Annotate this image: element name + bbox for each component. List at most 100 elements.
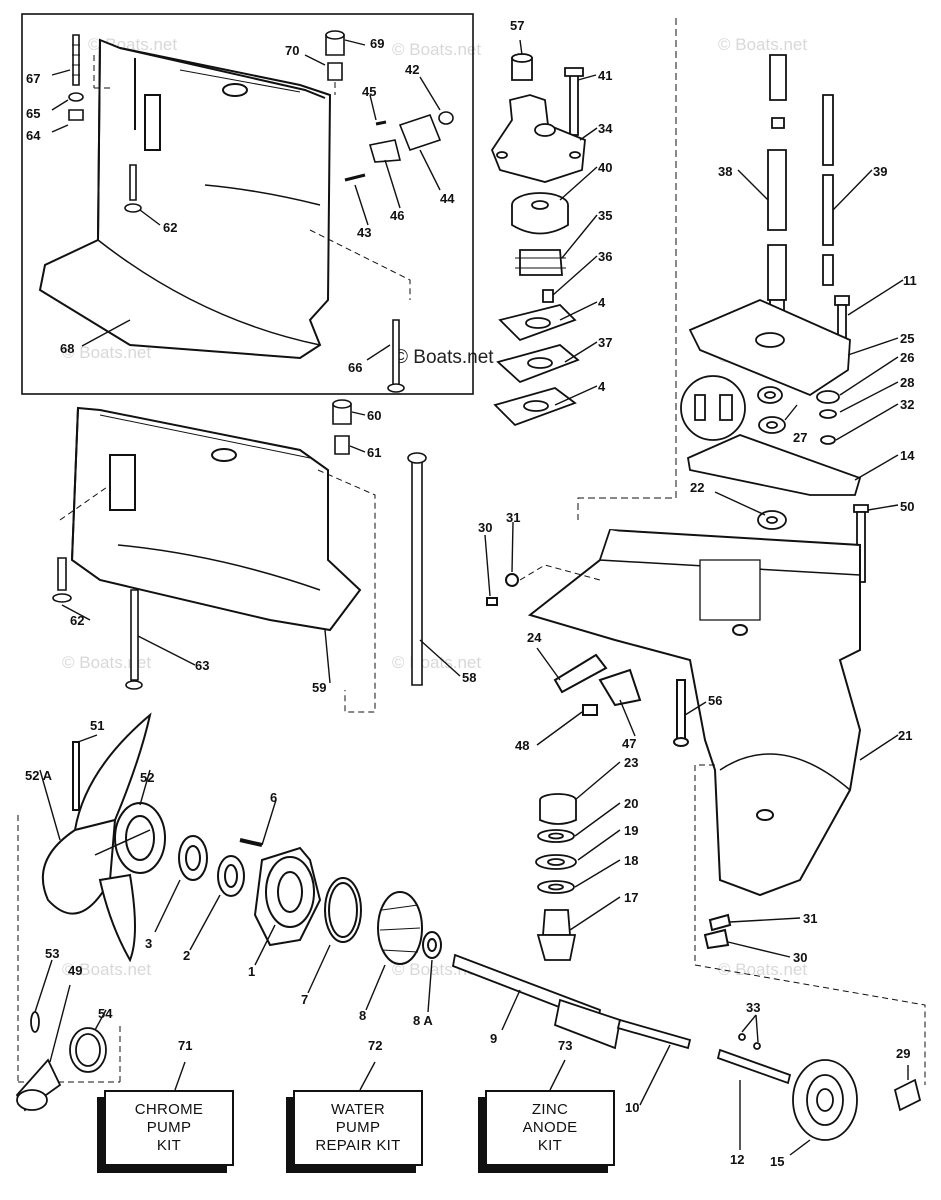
- callout-1: 1: [248, 964, 255, 979]
- kit-71-line-1: CHROME: [134, 1101, 204, 1118]
- callout-73: 73: [558, 1038, 572, 1053]
- callout-70: 70: [285, 43, 299, 58]
- callout-61: 61: [367, 445, 381, 460]
- callout-67: 67: [26, 71, 40, 86]
- propeller-group: [41, 712, 442, 965]
- watermark-11: © Boats.net: [718, 960, 807, 979]
- callout-4-lower: 4: [598, 379, 606, 394]
- callout-43: 43: [357, 225, 371, 240]
- callout-17: 17: [624, 890, 638, 905]
- watermark-2: © Boats.net: [392, 40, 481, 59]
- callout-34: 34: [598, 121, 613, 136]
- callout-62: 62: [70, 613, 84, 628]
- callout-3: 3: [145, 936, 152, 951]
- callout-14: 14: [900, 448, 915, 463]
- callout-11: 11: [903, 273, 917, 288]
- callout-52A: 52 A: [25, 768, 53, 783]
- callout-7: 7: [301, 992, 308, 1007]
- watermark-4: © Boats.net: [62, 343, 151, 362]
- callout-39: 39: [873, 164, 887, 179]
- callout-57: 57: [510, 18, 524, 33]
- watermark-3: © Boats.net: [718, 35, 807, 54]
- callout-42: 42: [405, 62, 419, 77]
- watermark-6: © Boats.net: [62, 653, 151, 672]
- callout-8A: 8 A: [413, 1013, 433, 1028]
- kit-72-line-2: PUMP: [335, 1119, 381, 1136]
- callout-71: 71: [178, 1038, 192, 1053]
- callout-9: 9: [490, 1031, 497, 1046]
- inset-small-parts: [68, 30, 454, 393]
- callout-45: 45: [362, 84, 376, 99]
- kit-73-line-1: ZINC: [531, 1101, 569, 1118]
- zinc-anode-kit-box: ZINC ANODE KIT: [485, 1090, 615, 1166]
- callout-72: 72: [368, 1038, 382, 1053]
- callout-labels: 67 65 64 62 68 70 69 42 45 44 46 43 66 5…: [25, 18, 917, 1169]
- callout-52: 52: [140, 770, 154, 785]
- callout-26: 26: [900, 350, 914, 365]
- water-pump-group: [490, 53, 586, 427]
- exhaust-main-dash-lines: [59, 469, 376, 713]
- callout-8: 8: [359, 1008, 366, 1023]
- water-pump-repair-kit-box: WATER PUMP REPAIR KIT: [293, 1090, 423, 1166]
- pinion-stack: [535, 793, 577, 961]
- callout-46: 46: [390, 208, 404, 223]
- callout-51: 51: [90, 718, 104, 733]
- kit-71-line-2: PUMP: [146, 1119, 192, 1136]
- callout-30-upper: 30: [478, 520, 492, 535]
- kit-callout-labels: 71 72 73: [178, 1038, 572, 1053]
- callout-6: 6: [270, 790, 277, 805]
- callout-63: 63: [195, 658, 209, 673]
- kit-73-line-3: KIT: [537, 1137, 563, 1154]
- callout-32: 32: [900, 397, 914, 412]
- callout-10: 10: [625, 1100, 639, 1115]
- callout-65: 65: [26, 106, 40, 121]
- kit-73-line-2: ANODE: [522, 1119, 578, 1136]
- callout-29: 29: [896, 1046, 910, 1061]
- callout-50: 50: [900, 499, 914, 514]
- callout-12: 12: [730, 1152, 744, 1167]
- callout-44: 44: [440, 191, 455, 206]
- callout-49: 49: [68, 963, 82, 978]
- driveshaft-group: [680, 54, 869, 583]
- callout-4-upper: 4: [598, 295, 606, 310]
- callout-18: 18: [624, 853, 638, 868]
- leader-lines: [34, 39, 909, 1156]
- gearcase-group: [486, 528, 862, 950]
- callout-40: 40: [598, 160, 612, 175]
- inset-dash-lines: [93, 55, 411, 300]
- callout-28: 28: [900, 375, 914, 390]
- callout-2: 2: [183, 948, 190, 963]
- callout-69: 69: [370, 36, 384, 51]
- callout-47: 47: [622, 736, 636, 751]
- callout-54: 54: [98, 1006, 113, 1021]
- exhaust-main-small-parts: [52, 399, 427, 690]
- callout-24: 24: [527, 630, 542, 645]
- callout-62-inset: 62: [163, 220, 177, 235]
- exhaust-housing-inset: [38, 38, 332, 360]
- callout-20: 20: [624, 796, 638, 811]
- callout-48: 48: [515, 738, 529, 753]
- inset-frame: [21, 13, 474, 395]
- callout-37: 37: [598, 335, 612, 350]
- chrome-pump-kit-box: CHROME PUMP KIT: [104, 1090, 234, 1166]
- callout-33: 33: [746, 1000, 760, 1015]
- kit-71-line-3: KIT: [156, 1137, 182, 1154]
- callout-66: 66: [348, 360, 362, 375]
- callout-27: 27: [793, 430, 807, 445]
- callout-23: 23: [624, 755, 638, 770]
- callout-15: 15: [770, 1154, 784, 1169]
- callout-22: 22: [690, 480, 704, 495]
- callout-35: 35: [598, 208, 612, 223]
- driveshaft-dash-line: [577, 18, 677, 520]
- callout-36: 36: [598, 249, 612, 264]
- callout-53: 53: [45, 946, 59, 961]
- kit-72-line-3: REPAIR KIT: [315, 1137, 401, 1154]
- callout-56: 56: [708, 693, 722, 708]
- kit-72-line-1: WATER: [331, 1101, 385, 1118]
- gearcase-dash-lines: [519, 564, 926, 1085]
- watermark-main: © Boats.net: [394, 347, 494, 368]
- callout-31-upper: 31: [506, 510, 520, 525]
- callout-19: 19: [624, 823, 638, 838]
